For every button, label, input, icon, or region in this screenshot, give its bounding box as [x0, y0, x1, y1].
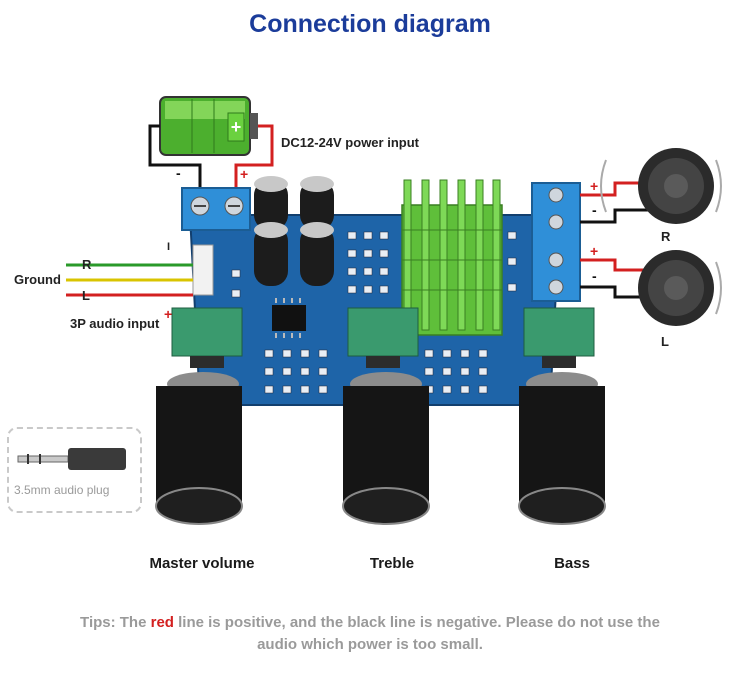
master-volume-knob: [155, 307, 243, 525]
input-plus-sign: +: [164, 306, 173, 322]
ground-label: Ground: [14, 272, 61, 287]
svg-text:+: +: [231, 117, 242, 137]
power-input-label: DC12-24V power input: [281, 135, 419, 150]
speaker-r-icon: [600, 148, 722, 224]
power-plus-sign: +: [240, 166, 249, 182]
audio-plug-label: 3.5mm audio plug: [14, 483, 110, 497]
page-title: Connection diagram: [249, 10, 491, 38]
tips-text: Tips: The red line is positive, and the …: [60, 612, 680, 656]
tips-suffix: line is positive, and the black line is …: [173, 614, 660, 653]
speaker-r-plus-sign: +: [590, 178, 599, 194]
speaker-l-minus-sign: -: [592, 268, 597, 284]
treble-label: Treble: [369, 555, 415, 572]
bass-knob: [518, 307, 606, 525]
r-channel-label: R: [82, 257, 92, 272]
battery-icon: +: [159, 96, 258, 156]
speaker-l-plus-sign: +: [590, 243, 599, 259]
audio-plug-icon: [17, 448, 126, 470]
l-channel-label: L: [82, 288, 90, 303]
speaker-terminals: [531, 182, 581, 302]
audio-input-label: 3P audio input: [70, 316, 160, 331]
speaker-l-icon: [638, 250, 722, 326]
speaker-l-label: L: [661, 334, 669, 349]
capacitors: [254, 176, 334, 286]
master-volume-label: Master volume: [149, 555, 255, 572]
heatsink: [401, 179, 503, 336]
tips-prefix: Tips: The: [80, 614, 151, 631]
treble-knob: [342, 307, 430, 525]
input-marker-label: I: [167, 241, 171, 253]
audio-plug-box: [7, 427, 142, 513]
speaker-r-label: R: [661, 229, 671, 244]
bass-label: Bass: [554, 555, 590, 572]
speaker-r-minus-sign: -: [592, 202, 597, 218]
tips-highlight: red: [150, 614, 174, 631]
audio-input-connector: [192, 244, 214, 296]
power-terminal: [181, 187, 251, 231]
power-minus-sign: -: [176, 165, 181, 181]
